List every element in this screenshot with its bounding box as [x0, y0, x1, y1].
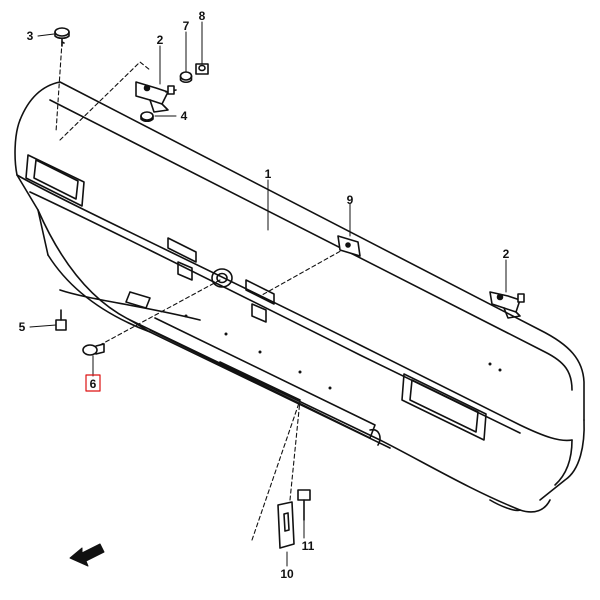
callout-11: 11 [302, 539, 315, 553]
callout-9: 9 [347, 193, 354, 207]
clip-holes [184, 314, 502, 390]
callout-labels: 1 2 2 3 4 5 6 7 8 9 10 11 [19, 9, 510, 581]
callout-5: 5 [19, 320, 26, 334]
bracket-part-2-upper [135, 81, 177, 113]
nut-part-7 [179, 71, 193, 84]
callout-3: 3 [27, 29, 34, 43]
callout-8: 8 [199, 9, 206, 23]
bolt-part-5 [55, 309, 67, 331]
bracket-part-2-right [489, 291, 525, 319]
callout-4: 4 [181, 109, 188, 123]
left-fog-lamp-opening [25, 154, 85, 207]
lower-bracket-part-10 [277, 501, 295, 549]
callout-10: 10 [280, 567, 294, 581]
bracket-part-9 [337, 235, 361, 257]
assembly-leader-lines [55, 41, 347, 541]
callout-2-upper: 2 [157, 33, 164, 47]
front-direction-arrow-icon [69, 543, 105, 567]
right-fog-lamp-opening [401, 373, 487, 441]
callout-6-highlight-box [85, 374, 101, 392]
lower-grille-strip [149, 317, 376, 439]
bumper-cover [14, 81, 585, 513]
clip-part-8 [195, 63, 209, 75]
callout-1: 1 [265, 167, 272, 181]
callout-6: 6 [90, 377, 97, 391]
callout-7: 7 [183, 19, 190, 33]
callout-leaders [29, 21, 507, 567]
callout-2-right: 2 [503, 247, 510, 261]
bolt-part-11 [297, 489, 311, 521]
mounting-slots [125, 237, 275, 323]
push-clip-part-6 [82, 343, 105, 356]
screw-part-3 [54, 27, 70, 47]
nut-part-4 [140, 111, 154, 123]
